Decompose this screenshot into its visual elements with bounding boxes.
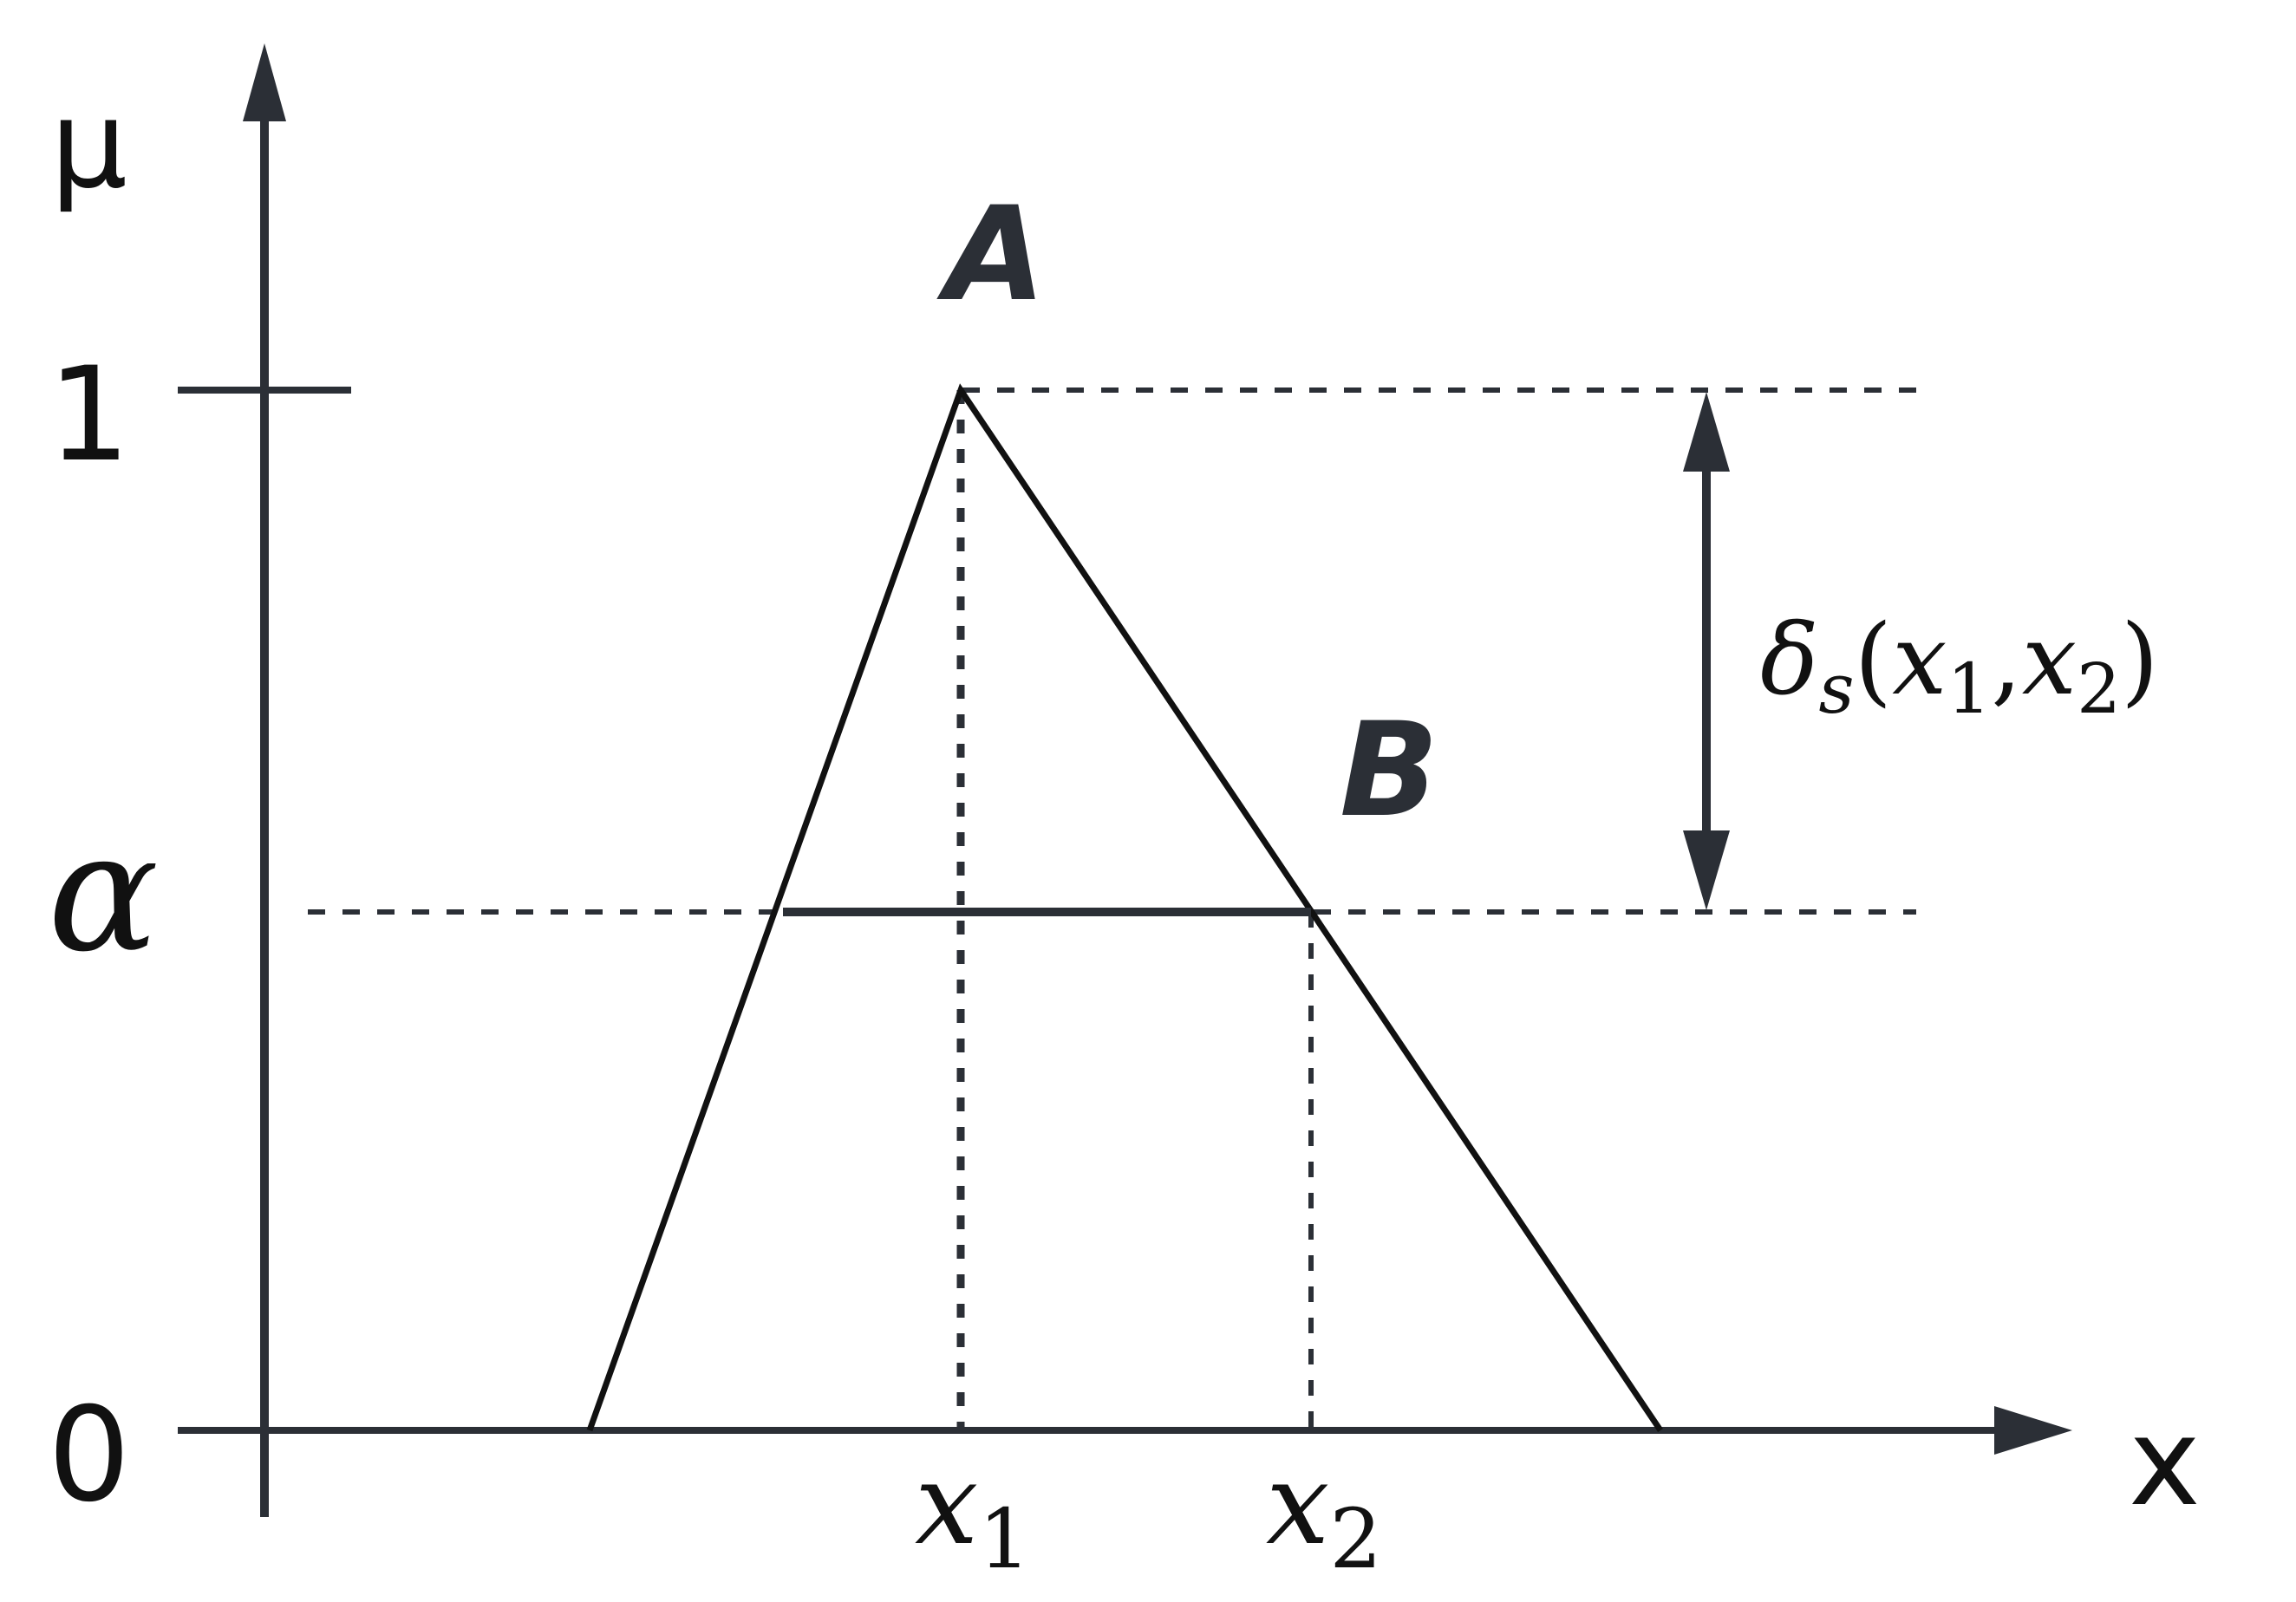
- distance-label-arg2-sub: 2: [2077, 648, 2121, 729]
- distance-label-arg1-sub: 1: [1947, 648, 1991, 729]
- x2-label-base: x: [1266, 1438, 1329, 1570]
- x2-label: x2: [1266, 1438, 1382, 1587]
- distance-label-open: (: [1855, 604, 1893, 717]
- x1-label-base: x: [915, 1438, 978, 1570]
- distance-label-comma: ,: [1991, 604, 2022, 717]
- tick-label-one: 1: [48, 340, 130, 491]
- distance-label-close: ): [2121, 604, 2159, 717]
- x1-label: x1: [915, 1438, 1031, 1587]
- distance-arrow-head-up: [1683, 392, 1730, 472]
- tick-label-zero: 0: [48, 1380, 130, 1531]
- point-label-b: B: [1340, 695, 1438, 846]
- distance-label-arg2: x: [2022, 604, 2077, 717]
- distance-arrow-head-down: [1683, 830, 1730, 910]
- y-axis-label: μ: [50, 75, 127, 216]
- distance-label-delta: δ: [1760, 604, 1818, 717]
- alpha-label: α: [48, 797, 159, 988]
- distance-label-delta-sub: s: [1818, 648, 1854, 729]
- y-axis-arrowhead: [243, 43, 286, 121]
- x1-label-sub: 1: [978, 1492, 1030, 1587]
- x2-label-sub: 2: [1329, 1492, 1381, 1587]
- x-axis-label: x: [2129, 1392, 2201, 1534]
- membership-triangle: [586, 383, 1663, 1432]
- distance-label-arg1: x: [1892, 604, 1947, 717]
- distance-label: δs(x1,x2): [1760, 604, 2159, 729]
- point-label-a: A: [936, 179, 1046, 330]
- x-axis-arrowhead: [1994, 1406, 2072, 1455]
